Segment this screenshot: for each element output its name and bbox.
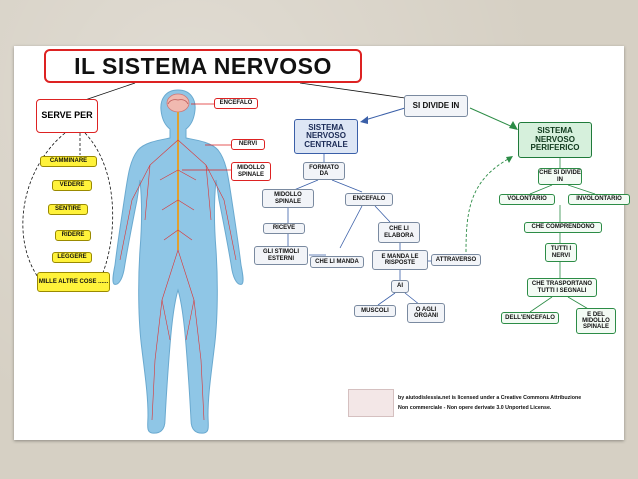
e-del-midollo-spinale: E DEL MIDOLLO SPINALE (576, 308, 616, 334)
che-li-manda: CHE LI MANDA (310, 256, 364, 268)
gli-stimoli-esterni: GLI STIMOLI ESTERNI (254, 246, 308, 265)
use-camminare: CAMMINARE (40, 156, 97, 167)
involontario: INVOLONTARIO (568, 194, 630, 205)
use-leggere: LEGGERE (52, 252, 92, 263)
node-midollo-spinale: MIDOLLO SPINALE (262, 189, 314, 208)
label-nervi: NERVI (231, 139, 265, 150)
che-trasportano: CHE TRASPORTANO TUTTI I SEGNALI (527, 278, 597, 297)
che-comprendono: CHE COMPRENDONO (524, 222, 602, 233)
license-credit: by aiutodislessia.net is licensed under … (398, 393, 628, 413)
muscoli: MUSCOLI (354, 305, 396, 317)
page-title: IL SISTEMA NERVOSO (74, 52, 332, 79)
use-ridere: RIDERE (55, 230, 91, 241)
e-manda-le-risposte: E MANDA LE RISPOSTE (372, 250, 428, 270)
diagram-card (14, 46, 624, 440)
label-midollo-spinale: MIDOLLO SPINALE (231, 162, 271, 181)
volontario: VOLONTARIO (499, 194, 555, 205)
riceve: RICEVE (263, 223, 305, 234)
si-divide-in: SI DIVIDE IN (404, 95, 468, 117)
label-encefalo: ENCEFALO (214, 98, 258, 109)
use-mille-altre-cose: MILLE ALTRE COSE ...... (37, 272, 110, 292)
use-sentire: SENTIRE (48, 204, 88, 215)
formato-da: FORMATO DA (303, 162, 345, 180)
title-box: IL SISTEMA NERVOSO (44, 49, 362, 83)
che-li-elabora: CHE LI ELABORA (378, 222, 420, 243)
attraverso: ATTRAVERSO (431, 254, 481, 266)
human-body-figure (112, 89, 244, 434)
ai: AI (391, 280, 409, 293)
sistema-nervoso-centrale: SISTEMA NERVOSO CENTRALE (294, 119, 358, 154)
che-si-divide-in: CHE SI DIVIDE IN (538, 168, 582, 185)
o-agli-organi: O AGLI ORGANI (407, 303, 445, 323)
tutti-i-nervi: TUTTI I NERVI (545, 243, 577, 262)
credit-line-1: by aiutodislessia.net is licensed under … (398, 395, 582, 401)
node-encefalo: ENCEFALO (345, 193, 393, 206)
credit-line-2: Non commerciale - Non opere derivate 3.0… (398, 405, 552, 412)
site-logo (348, 389, 394, 417)
use-vedere: VEDERE (52, 180, 92, 191)
serve-per-box: SERVE PER (36, 99, 98, 133)
dell-encefalo: DELL'ENCEFALO (501, 312, 559, 324)
sistema-nervoso-periferico: SISTEMA NERVOSO PERIFERICO (518, 122, 592, 158)
